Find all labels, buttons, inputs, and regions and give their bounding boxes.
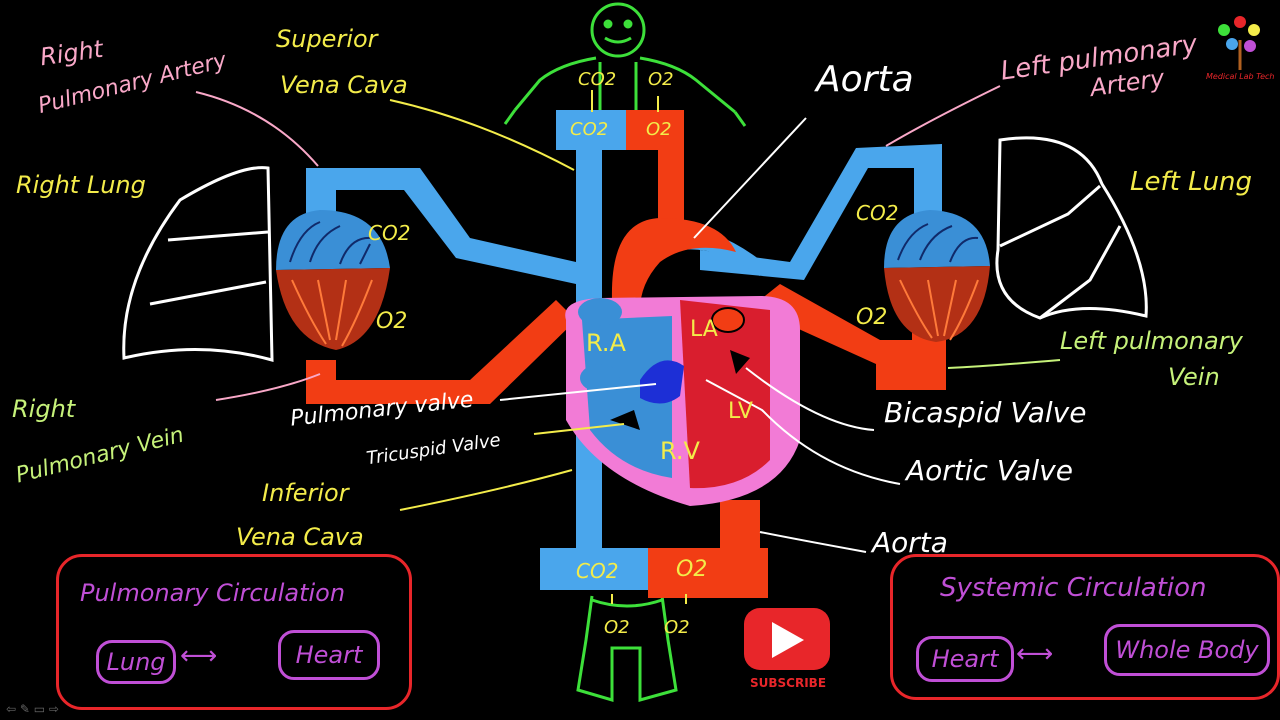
pulmonary-circulation-panel: [56, 554, 412, 710]
bicuspid-valve-label: Bicaspid Valve: [884, 396, 1087, 429]
right-lung: [122, 166, 274, 362]
pulmonary-lung-box: Lung: [96, 640, 176, 684]
systemic-arrow-icon: ⟷: [1016, 639, 1054, 669]
subscribe-label[interactable]: SUBSCRIBE: [749, 676, 827, 690]
right-pulmonary-vein-label-1: Right: [12, 395, 76, 423]
pulmonary-circulation-title: Pulmonary Circulation: [80, 579, 346, 607]
aorta-bottom-label: Aorta: [872, 526, 948, 559]
heart: [565, 296, 800, 506]
left-atrium-label: LA: [690, 317, 718, 342]
co2-right-lung-label: CO2: [368, 221, 411, 245]
right-lung-label: Right Lung: [16, 171, 146, 199]
inferior-vena-cava-label-1: Inferior: [262, 479, 349, 507]
co2-left-lung-label: CO2: [856, 201, 899, 225]
right-lung-capillaries: [276, 210, 390, 350]
co2-ivc-label: CO2: [576, 559, 619, 583]
o2-bottom-right-label: O2: [664, 617, 690, 638]
brand-logo-icon: [1218, 16, 1260, 70]
o2-aorta-bottom-label: O2: [676, 557, 708, 582]
o2-top-label: O2: [648, 69, 674, 90]
superior-vena-cava-label-1: Superior: [276, 25, 378, 53]
right-atrium-label: R.A: [586, 329, 626, 357]
human-figure-bottom: [576, 595, 678, 703]
right-ventricle-label: R.V: [660, 437, 700, 465]
oxygenated-vessels: [306, 110, 946, 598]
superior-vena-cava-label-2: Vena Cava: [280, 71, 408, 99]
pulmonary-heart-box: Heart: [278, 630, 380, 680]
play-icon: [772, 622, 804, 658]
o2-aorta-label: O2: [646, 119, 672, 140]
left-ventricle-label: LV: [728, 399, 753, 424]
leader-lines: [195, 85, 1061, 604]
systemic-circulation-title: Systemic Circulation: [940, 573, 1207, 603]
player-nav-icons[interactable]: ⇦ ✎ ▭ ⇨: [6, 702, 59, 716]
left-pulmonary-vein-label-2: Vein: [1168, 363, 1220, 391]
left-pulmonary-vein-label-1: Left pulmonary: [1060, 327, 1243, 355]
systemic-whole-body-box: Whole Body: [1104, 624, 1270, 676]
aorta-top-label: Aorta: [816, 59, 914, 100]
systemic-heart-box: Heart: [916, 636, 1014, 682]
brand-logo-text: Medical Lab Tech: [1206, 72, 1275, 81]
o2-right-lung-label: O2: [376, 309, 408, 334]
o2-left-lung-label: O2: [856, 305, 888, 330]
o2-bottom-left-label: O2: [604, 617, 630, 638]
left-lung: [995, 136, 1148, 320]
systemic-circulation-panel: [890, 554, 1280, 700]
co2-top-label: CO2: [578, 69, 617, 90]
human-figure-top: [503, 2, 747, 127]
inferior-vena-cava-label-2: Vena Cava: [236, 523, 364, 551]
left-lung-label: Left Lung: [1130, 167, 1253, 197]
co2-svc-label: CO2: [570, 119, 609, 140]
pulmonary-arrow-icon: ⟷: [180, 641, 218, 671]
aortic-valve-label: Aortic Valve: [906, 454, 1073, 487]
left-lung-capillaries: [884, 210, 990, 342]
